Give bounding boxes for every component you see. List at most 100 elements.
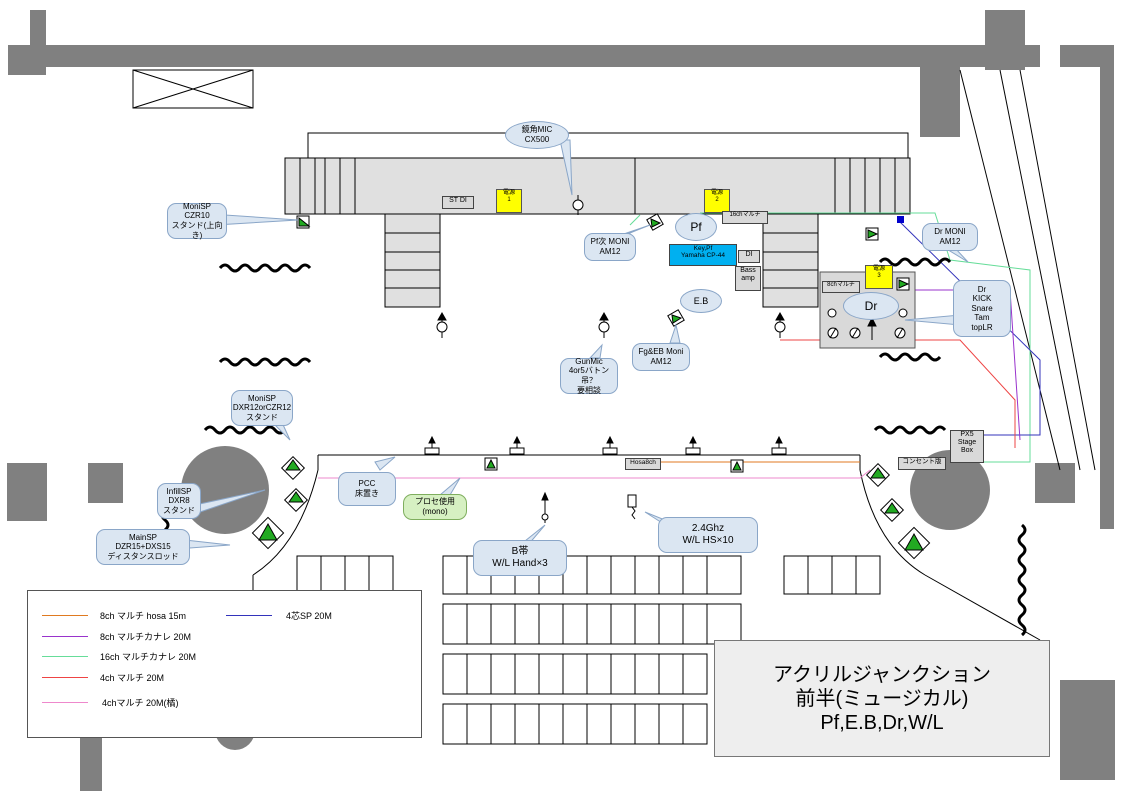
opening-x2 — [132, 69, 254, 109]
legend-swatch — [42, 677, 88, 678]
front-curve-left — [252, 469, 319, 576]
speaker-icon — [879, 497, 905, 523]
direction-mic-label: 鏡角MIC CX500 — [505, 121, 569, 149]
speaker-icon — [251, 516, 285, 550]
multi16-box: 16chマルチ — [722, 211, 768, 224]
pf-label: Pf — [675, 213, 717, 241]
legend-item: 8ch マルチ hosa 15m — [100, 611, 187, 621]
mic-stand-icon — [598, 311, 610, 338]
legend-item: 8ch マルチカナレ 20M — [100, 632, 192, 642]
speaker-icon — [283, 487, 309, 513]
key-pf-box: Key,Pf Yamaha CP-44 — [669, 244, 737, 266]
drum-mic-icon — [894, 327, 906, 339]
drum-mic-icon — [898, 308, 908, 318]
main-sp-label: MainSP DZR15+DXS15 ディスタンスロッド — [96, 529, 190, 565]
front-mic-icon — [509, 435, 525, 455]
speaker-icon — [484, 457, 498, 471]
legend-item: 4芯SP 20M — [286, 611, 332, 621]
mics — [424, 195, 908, 523]
front-mic-icon — [771, 435, 787, 455]
legend-item: 16ch マルチカナレ 20M — [100, 652, 197, 662]
wall-block-right — [1035, 463, 1075, 503]
speaker-icon — [667, 309, 685, 327]
wall-right — [1100, 45, 1114, 529]
speaker-icon — [896, 277, 910, 291]
eb-label: E.B — [680, 289, 722, 313]
px5-stage-box: PX5 Stage Box — [950, 430, 984, 463]
dr-mics-label: Dr KICK Snare Tam topLR — [953, 280, 1011, 337]
drum-mic-icon — [849, 327, 861, 339]
handheld-mic-icon — [541, 491, 549, 523]
speaker-icon — [280, 455, 306, 481]
infill-sp-label: InfillSP DXR8 スタンド — [157, 483, 201, 519]
front-mic-icon — [602, 435, 618, 455]
wall-top-right — [1060, 45, 1100, 67]
stage — [284, 157, 911, 215]
speaker-icon — [730, 459, 744, 473]
steps — [384, 213, 819, 308]
bass-amp-box: Bass amp — [735, 266, 761, 291]
b-band-label: B帯 W/L Hand×3 — [473, 540, 567, 576]
legend-swatch — [226, 615, 272, 616]
outlet-1: 電源 1 — [496, 189, 522, 213]
hosa8ch-box: Hosa8ch — [625, 458, 661, 470]
legend: 8ch マルチ hosa 15m 4芯SP 20M 8ch マルチカナレ 20M… — [27, 590, 422, 738]
title-line-1: アクリルジャンクション — [773, 663, 991, 686]
mic-stand-icon — [436, 311, 448, 338]
legend-item: 4chマルチ 20M(橘) — [102, 698, 179, 708]
headset-mic-icon — [627, 494, 637, 520]
multi8-box: 8chマルチ — [822, 281, 860, 293]
wall-pillar-left — [30, 10, 46, 50]
monisp-czr10-label: MoniSP CZR10 スタンド(上向き) — [167, 202, 227, 240]
speaker-icon — [897, 526, 931, 560]
stage-back — [307, 132, 909, 162]
legend-swatch — [42, 636, 88, 637]
legend-swatch — [42, 702, 88, 703]
outlet-stand-box: コンセント版 — [898, 457, 946, 470]
front-mic-icon — [424, 435, 440, 455]
sp-connector-icon — [897, 216, 904, 223]
fg-eb-moni-label: Fg&EB Moni AM12 — [632, 343, 690, 371]
legend-item: 4ch マルチ 20M — [100, 673, 165, 683]
outlet-2: 電源 2 — [704, 189, 730, 213]
drum-mic-icon — [827, 327, 839, 339]
drum-mic-icon — [867, 316, 877, 340]
title-box: アクリルジャンクション 前半(ミュージカル) Pf,E.B,Dr,W/L — [714, 640, 1050, 757]
outlet-3: 電源 3 — [865, 265, 893, 289]
di-box: DI — [738, 250, 760, 263]
wall-top — [30, 45, 1040, 67]
pf-moni-label: Pf次 MONI AM12 — [584, 233, 636, 261]
cables — [318, 212, 1041, 479]
wall-pillar-bottom-left — [80, 735, 102, 791]
wall-block-left2 — [88, 463, 123, 503]
gunmic-label: GunMic 4or5バトン吊？ 要相談 — [560, 357, 618, 395]
legend-swatch — [42, 615, 88, 616]
pcc-label: PCC 床置き — [338, 472, 396, 506]
dr-label: Dr — [843, 292, 899, 320]
speaker-icon — [296, 215, 311, 229]
wall-pillar-right — [985, 10, 1025, 70]
speaker-icon — [865, 462, 891, 488]
prosemi-label: プロセ使用 (mono) — [403, 494, 467, 520]
drum-mic-icon — [827, 308, 837, 318]
column-left — [181, 446, 269, 534]
ghz24-label: 2.4Ghz W/L HS×10 — [658, 517, 758, 553]
seating — [296, 555, 881, 745]
speaker-icon — [865, 227, 879, 241]
title-line-2: 前半(ミュージカル) — [795, 687, 969, 710]
legend-swatch — [42, 656, 88, 657]
mic-stand-icon — [774, 311, 786, 338]
mic-stand-icon — [572, 195, 584, 215]
front-curve-right — [859, 469, 926, 576]
wall-corner-right — [920, 67, 960, 137]
speaker-icon — [646, 213, 664, 231]
wall-block-left — [7, 463, 47, 521]
front-mic-icon — [685, 435, 701, 455]
speakers — [251, 213, 931, 560]
stage-slats — [299, 158, 896, 214]
dr-moni-label: Dr MONI AM12 — [922, 223, 978, 251]
st-di-box: ST DI — [442, 196, 474, 209]
title-line-3: Pf,E.B,Dr,W/L — [820, 711, 944, 734]
bubble-tails — [184, 139, 969, 549]
